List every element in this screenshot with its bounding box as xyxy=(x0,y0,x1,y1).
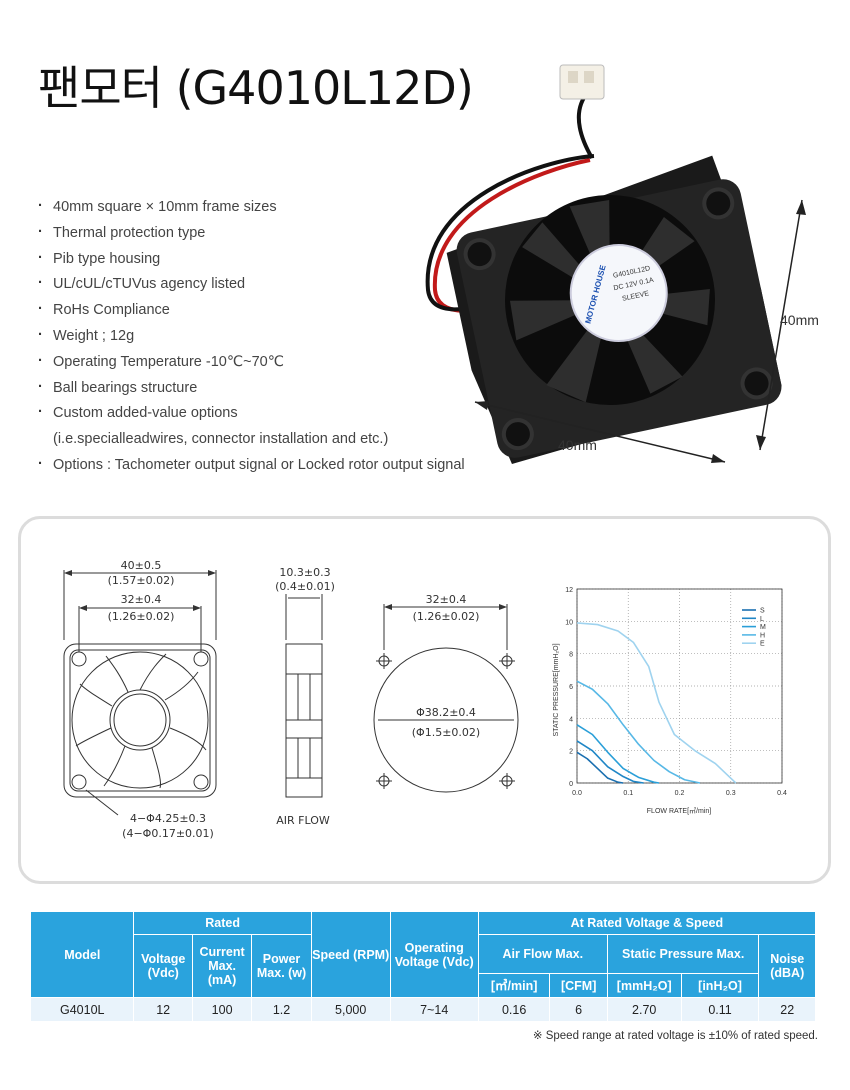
th-voltage: Voltage (Vdc) xyxy=(133,934,193,998)
th-rated: Rated xyxy=(133,911,312,935)
td-model: G4010L xyxy=(29,997,135,1022)
dim-label-side: 40mm xyxy=(780,312,819,328)
feature-list: 40mm square × 10mm frame sizes Thermal p… xyxy=(38,195,465,480)
th-unit-mmh2o: [mmH₂O] xyxy=(606,973,682,998)
td-noise: 22 xyxy=(758,997,816,1022)
th-unit-cfm: [CFM] xyxy=(549,973,608,998)
th-power: Power Max. (w) xyxy=(251,934,312,998)
th-speed: Speed (RPM) xyxy=(310,911,391,998)
td-voltage: 12 xyxy=(133,997,193,1022)
td-current: 100 xyxy=(191,997,253,1022)
feature-item: Weight ; 12g xyxy=(38,324,465,351)
fan-photo: MOTOR HOUSE G4010L12D DC 12V 0.1A SLEEVE xyxy=(425,64,806,464)
th-unit-m3: [㎥/min] xyxy=(477,973,551,998)
td-static-mmh2o: 2.70 xyxy=(606,997,682,1022)
th-operating-voltage: Operating Voltage (Vdc) xyxy=(389,911,479,998)
dim-arrow-bottom xyxy=(474,401,726,463)
td-airflow-cfm: 6 xyxy=(549,997,608,1022)
feature-item: Options : Tachometer output signal or Lo… xyxy=(38,453,465,480)
dim-label-bottom: 40mm xyxy=(558,437,597,453)
th-unit-inh2o: [inH₂O] xyxy=(680,973,760,998)
connector xyxy=(559,64,605,100)
td-static-inh2o: 0.11 xyxy=(680,997,760,1022)
feature-item: 40mm square × 10mm frame sizes xyxy=(38,195,465,222)
drawing-panel xyxy=(18,516,831,884)
th-current: Current Max. (mA) xyxy=(191,934,253,998)
feature-item: RoHs Compliance xyxy=(38,298,465,325)
th-at-rated: At Rated Voltage & Speed xyxy=(477,911,817,935)
td-speed: 5,000 xyxy=(310,997,391,1022)
feature-item: Thermal protection type xyxy=(38,221,465,248)
feature-item: Ball bearings structure xyxy=(38,376,465,403)
th-model: Model xyxy=(29,911,135,998)
td-airflow-m3: 0.16 xyxy=(477,997,551,1022)
table-row: G4010L 12 100 1.2 5,000 7~14 0.16 6 2.70… xyxy=(29,997,816,1022)
td-power: 1.2 xyxy=(251,997,312,1022)
feature-item: (i.e.specialleadwires, connector install… xyxy=(53,431,389,448)
feature-item: UL/cUL/cTUVus agency listed xyxy=(38,272,465,299)
spec-table: Model Rated Speed (RPM) Operating Voltag… xyxy=(29,911,817,1022)
feature-item: Operating Temperature -10℃~70℃ xyxy=(38,350,465,377)
th-noise: Noise (dBA) xyxy=(758,934,816,998)
th-static-pressure: Static Pressure Max. xyxy=(606,934,760,974)
page-title: 팬모터 (G4010L12D) xyxy=(38,61,474,115)
feature-item: Custom added-value options xyxy=(38,401,465,428)
feature-item: Pib type housing xyxy=(38,247,465,274)
dim-arrow-side xyxy=(759,199,803,451)
td-operating-voltage: 7~14 xyxy=(389,997,479,1022)
fan-label xyxy=(569,244,668,343)
speed-note: ※ Speed range at rated voltage is ±10% o… xyxy=(532,1030,818,1042)
th-airflow: Air Flow Max. xyxy=(477,934,608,974)
